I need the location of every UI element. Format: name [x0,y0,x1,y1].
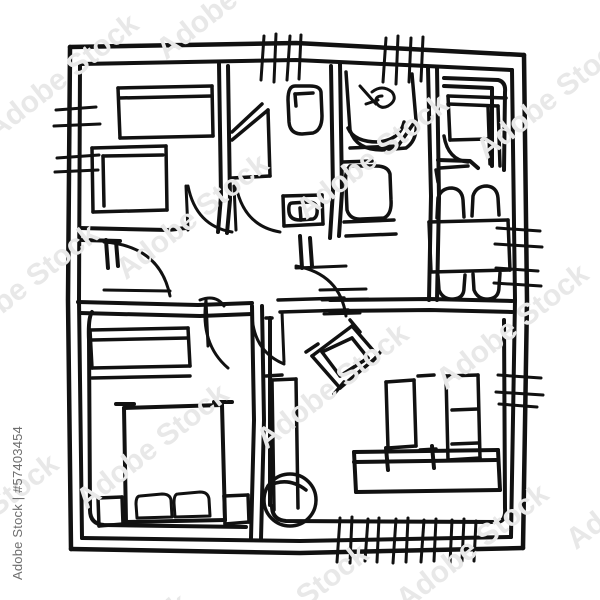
dining-chair-bottom-right [471,271,502,301]
dining-table [427,218,512,274]
door-swing-hall-east [294,264,348,318]
door-swing-hall-south [250,304,286,366]
dining-chair-top-left [435,186,466,220]
pillow-right [172,490,212,519]
sofa [352,444,502,494]
window-top-left [259,32,303,84]
shower-drain-wc [344,70,419,152]
armchair-right [444,373,482,462]
door-swing-lower-left-bedroom [198,296,226,308]
window-top-right [381,34,425,86]
bed-top-left-bedroom [90,144,169,214]
door-swing-top-left-bedroom [102,240,172,298]
door-swing-hall-north-left [184,184,234,234]
outer-wall-outline [65,40,530,556]
armchair-left [384,373,438,452]
kitchen-counter [446,94,508,168]
internal-walls [76,62,514,541]
shower-corner-bathroom [230,102,272,180]
living-room-left-cabinet [264,373,300,512]
dining-chair-top-right [470,184,501,218]
drain-spiral-icon [358,84,396,109]
toilet-bathroom [286,84,324,136]
side-table-round [262,472,318,528]
wardrobe-lower-left-bedroom [88,326,192,380]
nightstand-left [96,495,125,528]
double-bed-lower-left-bedroom [114,400,234,524]
wc-partition [340,159,398,238]
pillow-left [134,492,174,520]
wc-corner-wall [348,118,418,150]
sink-basin-wc [343,164,393,221]
nightstand-right [222,493,251,526]
room-outline-lower-right [268,316,508,524]
door-swing-hall-north-right [232,184,282,234]
window-bottom [335,515,478,566]
living-room-top-shelf [264,296,350,320]
sink-bathroom [281,193,325,228]
wardrobe-top-left-bedroom [116,84,215,140]
kitchen-sink-curve [434,134,470,184]
dining-chair-bottom-left [436,273,467,301]
door-swing-hall-west [203,298,230,370]
outer-wall-inner-line [77,58,517,543]
coffee-table-rotated [304,318,384,396]
room-outline-kitchen [442,76,508,172]
